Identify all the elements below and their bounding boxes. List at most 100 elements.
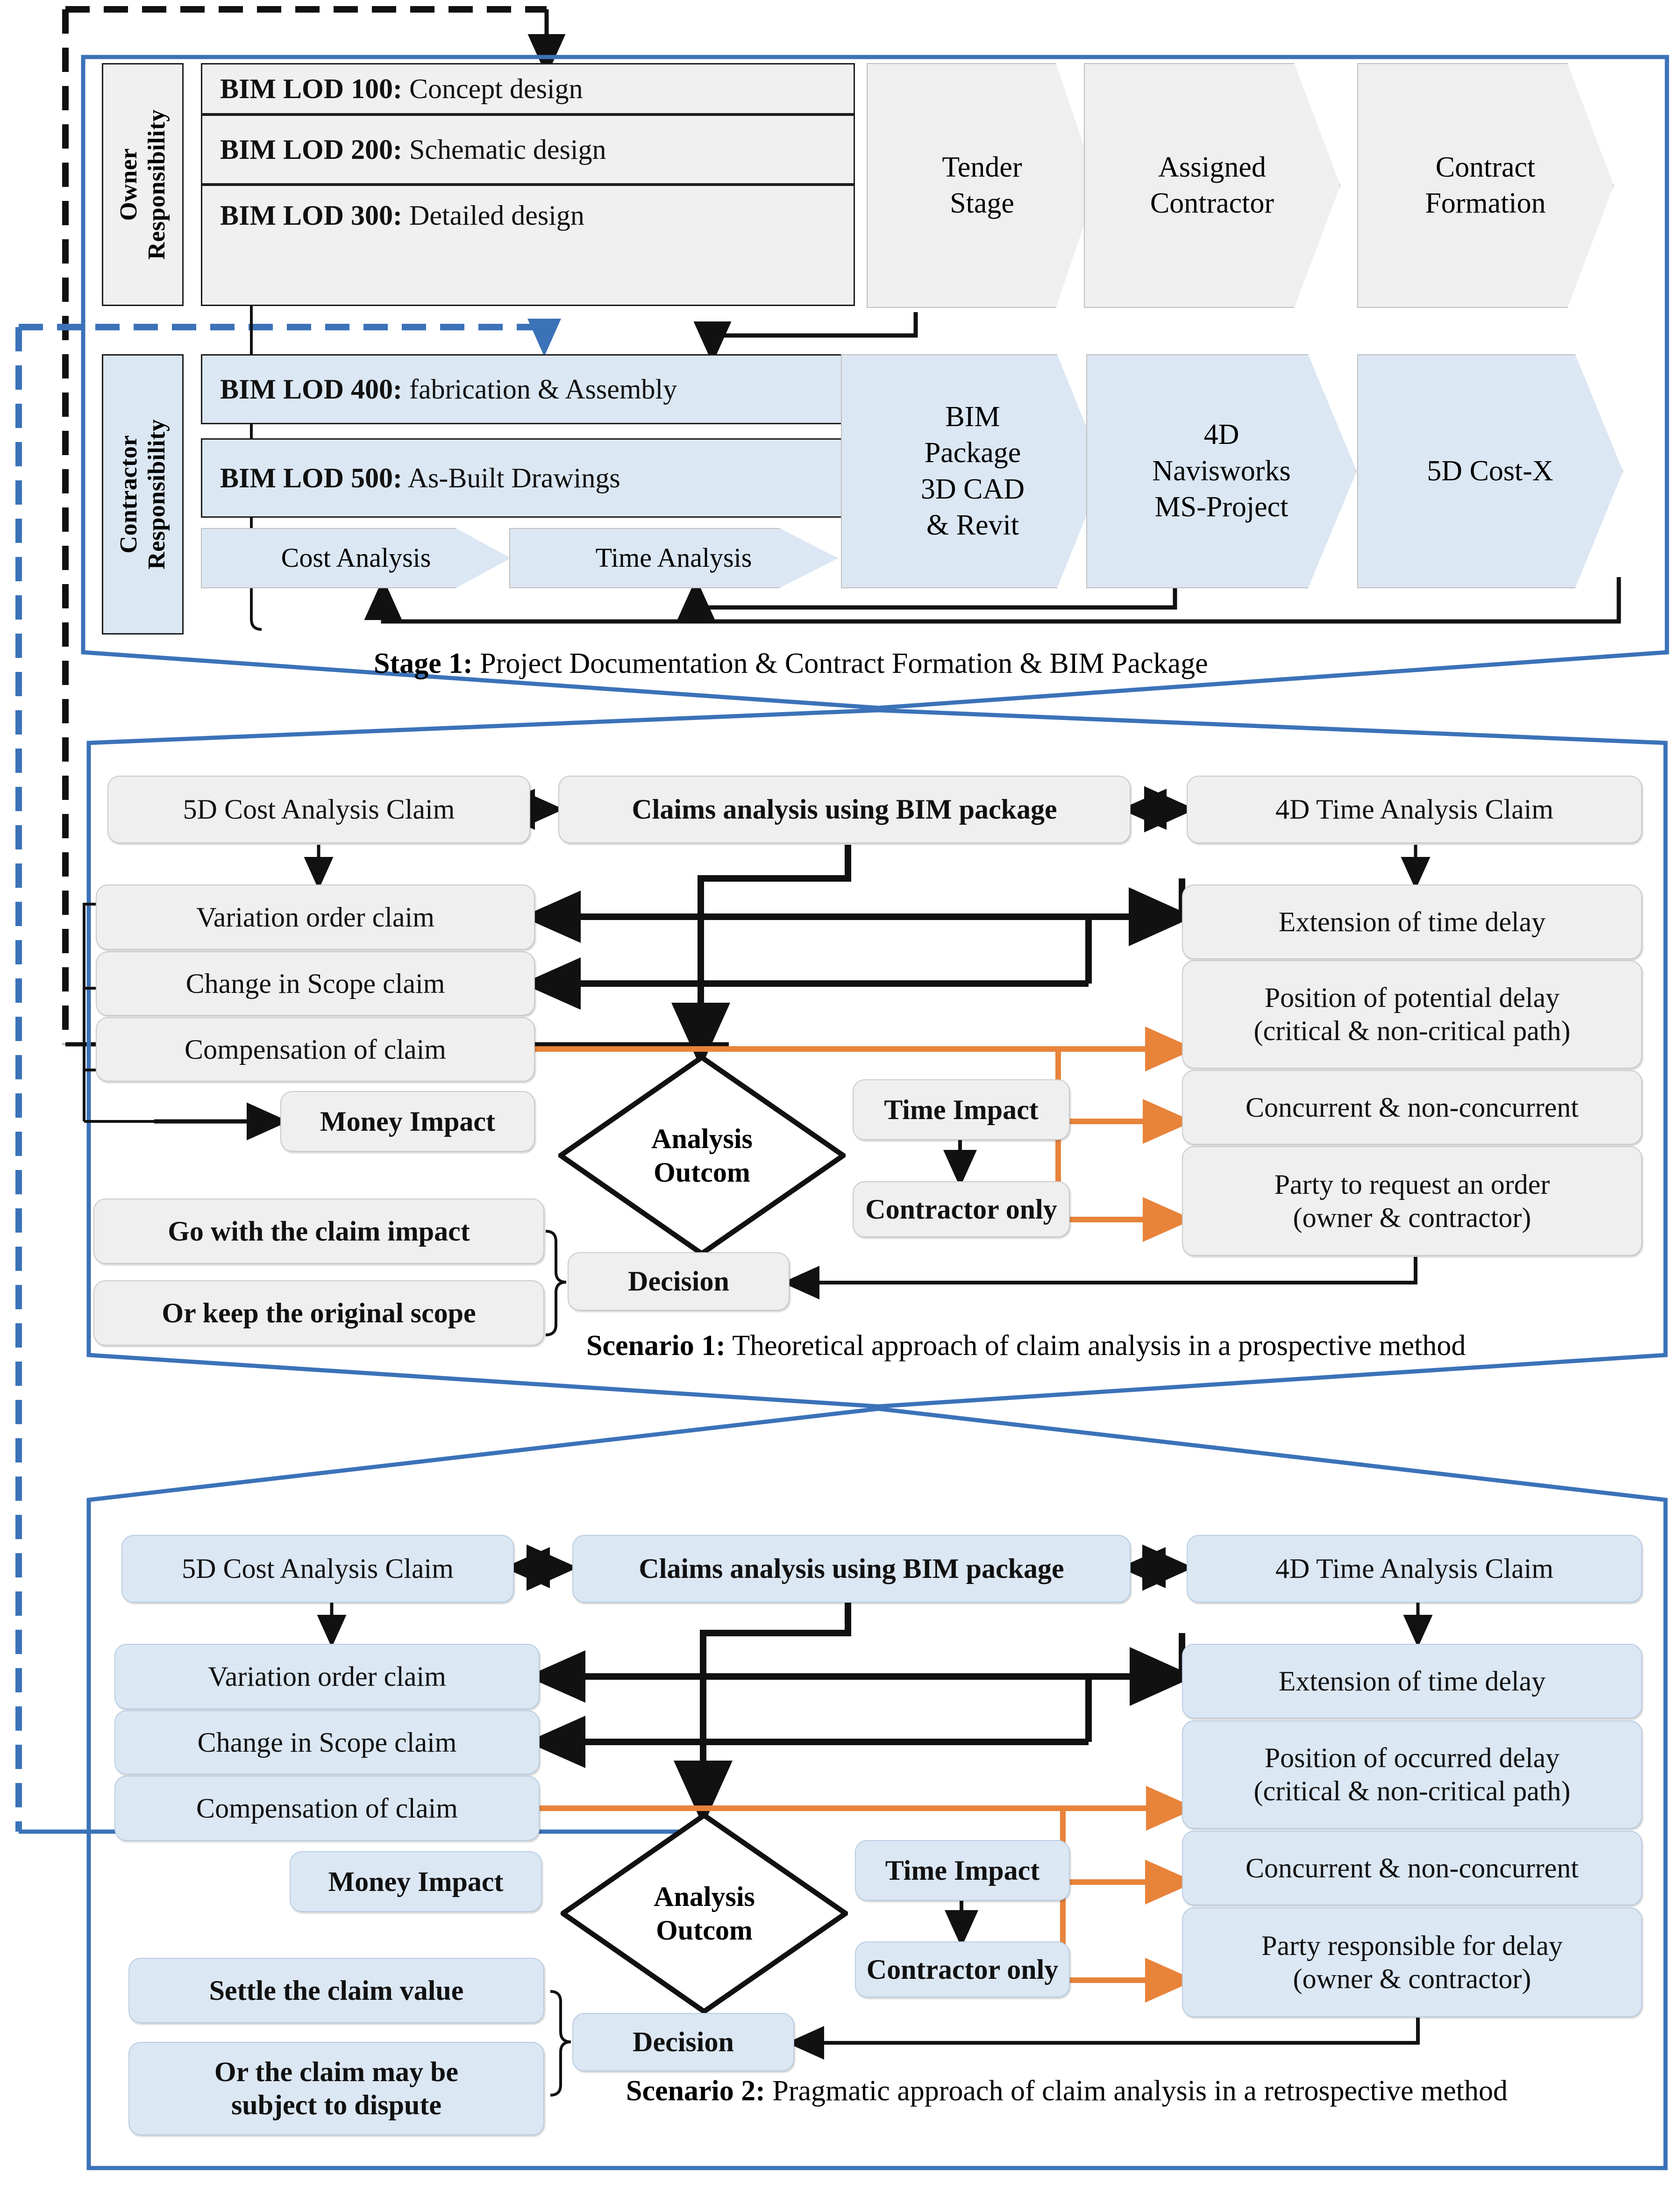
s1-outcome-keep-original-scope: Or keep the original scope bbox=[93, 1280, 544, 1346]
chevron-cost-analysis: Cost Analysis bbox=[201, 528, 511, 588]
s1-money-impact-label: Money Impact bbox=[320, 1106, 495, 1137]
s2-diamond-shape bbox=[558, 1812, 850, 2015]
s2-contractor-only: Contractor only bbox=[855, 1941, 1070, 1997]
s1-cost-analysis-claim: 5D Cost Analysis Claim bbox=[107, 776, 530, 843]
s1-center-down bbox=[671, 845, 851, 1068]
lod-500-bold: BIM LOD 500: bbox=[220, 463, 402, 493]
s2-change-in-scope-claim: Change in Scope claim bbox=[114, 1710, 540, 1775]
s1-compensation-of-claim-label: Compensation of claim bbox=[185, 1034, 446, 1065]
s2-claims-analysis-bim-label: Claims analysis using BIM package bbox=[639, 1553, 1064, 1584]
s2-variation-order-claim: Variation order claim bbox=[114, 1644, 540, 1709]
s2-money-impact-label: Money Impact bbox=[328, 1866, 504, 1897]
s2-change-in-scope-claim-label: Change in Scope claim bbox=[197, 1726, 457, 1758]
lod-row-500: BIM LOD 500: As-Built Drawings bbox=[201, 438, 855, 518]
s2-contractor-only-label: Contractor only bbox=[866, 1954, 1059, 1985]
s1-compensation-of-claim: Compensation of claim bbox=[96, 1017, 535, 1082]
lod-row-400: BIM LOD 400: fabrication & Assembly bbox=[201, 354, 855, 424]
s2-outcome-settle-claim-value-label: Settle the claim value bbox=[209, 1975, 464, 2006]
s1-outcome-keep-original-scope-label: Or keep the original scope bbox=[162, 1297, 476, 1328]
s1-change-in-scope-claim: Change in Scope claim bbox=[96, 951, 535, 1016]
s1-position-of-potential-delay: Position of potential delay(critical & n… bbox=[1182, 960, 1642, 1069]
s2-party-responsible-for-delay: Party responsible for delay(owner & cont… bbox=[1182, 1907, 1642, 2017]
lod-200-rest: Schematic design bbox=[402, 134, 606, 165]
s2-position-of-occurred-delay-label: Position of occurred delay(critical & no… bbox=[1253, 1742, 1571, 1806]
s1-cost-analysis-claim-label: 5D Cost Analysis Claim bbox=[183, 794, 455, 825]
s2-time-analysis-claim-label: 4D Time Analysis Claim bbox=[1275, 1553, 1554, 1584]
s1-decision-label: Decision bbox=[628, 1266, 729, 1297]
s1-money-impact: Money Impact bbox=[280, 1091, 535, 1152]
s2-extension-of-time-delay: Extension of time delay bbox=[1182, 1644, 1642, 1719]
scenario1-caption: Scenario 1: Theoretical approach of clai… bbox=[586, 1329, 1466, 1363]
s1-variation-order-claim: Variation order claim bbox=[96, 885, 535, 950]
s2-money-impact: Money Impact bbox=[290, 1851, 542, 1912]
scenario2-caption: Scenario 2: Pragmatic approach of claim … bbox=[626, 2075, 1508, 2108]
s2-position-of-occurred-delay: Position of occurred delay(critical & no… bbox=[1182, 1720, 1642, 1829]
s1-outcome-go-with-claim: Go with the claim impact bbox=[93, 1198, 544, 1264]
s1-claims-analysis-bim: Claims analysis using BIM package bbox=[558, 776, 1131, 843]
lod-400-rest: fabrication & Assembly bbox=[402, 374, 677, 405]
s1-party-to-request-order: Party to request an order(owner & contra… bbox=[1182, 1146, 1642, 1256]
lod-100-bold: BIM LOD 100: bbox=[220, 73, 402, 104]
s1-time-impact: Time Impact bbox=[853, 1079, 1070, 1140]
s2-claims-analysis-bim: Claims analysis using BIM package bbox=[572, 1535, 1131, 1603]
s1-time-analysis-claim-label: 4D Time Analysis Claim bbox=[1275, 794, 1554, 825]
s1-claims-analysis-bim-label: Claims analysis using BIM package bbox=[632, 794, 1057, 825]
lod-100-rest: Concept design bbox=[402, 73, 583, 104]
stage1-caption: Stage 1: Project Documentation & Contrac… bbox=[374, 647, 1208, 680]
s2-compensation-of-claim: Compensation of claim bbox=[114, 1776, 540, 1841]
s1-concurrent-non-concurrent: Concurrent & non-concurrent bbox=[1182, 1070, 1642, 1145]
s1-party-to-decision bbox=[782, 1257, 1417, 1299]
s2-decision: Decision bbox=[572, 2013, 794, 2071]
s2-extension-of-time-delay-label: Extension of time delay bbox=[1278, 1665, 1546, 1697]
s1-variation-order-claim-label: Variation order claim bbox=[196, 901, 434, 933]
contract-to-bim-arrow bbox=[693, 312, 918, 364]
s1-time-analysis-claim: 4D Time Analysis Claim bbox=[1187, 776, 1642, 843]
lod-row-200: BIM LOD 200: Schematic design bbox=[201, 114, 855, 185]
lod-200-bold: BIM LOD 200: bbox=[220, 134, 402, 165]
scenario2-caption-bold: Scenario 2: bbox=[626, 2075, 765, 2107]
chevron-cost-analysis-label: Cost Analysis bbox=[281, 542, 431, 573]
s1-party-to-request-order-label: Party to request an order(owner & contra… bbox=[1274, 1169, 1550, 1233]
chevron-time-analysis: Time Analysis bbox=[509, 528, 838, 588]
s2-party-responsible-for-delay-label: Party responsible for delay(owner & cont… bbox=[1261, 1930, 1563, 1994]
lod-300-bold: BIM LOD 300: bbox=[220, 200, 402, 231]
s1-concurrent-non-concurrent-label: Concurrent & non-concurrent bbox=[1245, 1091, 1579, 1123]
s2-cost-analysis-claim: 5D Cost Analysis Claim bbox=[121, 1535, 514, 1603]
s1-contractor-only-label: Contractor only bbox=[865, 1193, 1057, 1225]
s1-time-impact-label: Time Impact bbox=[884, 1094, 1039, 1125]
s1-outcome-go-with-claim-label: Go with the claim impact bbox=[168, 1215, 470, 1247]
s2-center-down bbox=[674, 1603, 851, 1826]
s1-extension-of-time-delay-label: Extension of time delay bbox=[1278, 906, 1546, 937]
s2-time-analysis-claim: 4D Time Analysis Claim bbox=[1187, 1535, 1642, 1603]
s2-party-to-decision bbox=[787, 2018, 1420, 2060]
s2-compensation-of-claim-label: Compensation of claim bbox=[196, 1792, 458, 1824]
s2-concurrent-non-concurrent: Concurrent & non-concurrent bbox=[1182, 1831, 1642, 1905]
lod-500-rest: As-Built Drawings bbox=[402, 463, 620, 493]
s2-outcome-settle-claim-value: Settle the claim value bbox=[128, 1958, 544, 2023]
lod-row-100: BIM LOD 100: Concept design bbox=[201, 63, 855, 114]
scenario1-caption-bold: Scenario 1: bbox=[586, 1330, 726, 1362]
s1-decision: Decision bbox=[568, 1252, 790, 1311]
lod-row-300: BIM LOD 300: Detailed design bbox=[201, 185, 855, 306]
stage1-caption-rest: Project Documentation & Contract Formati… bbox=[472, 648, 1208, 679]
s1-extension-of-time-delay: Extension of time delay bbox=[1182, 885, 1642, 959]
scenario2-caption-rest: Pragmatic approach of claim analysis in … bbox=[765, 2075, 1508, 2107]
s1-contractor-only: Contractor only bbox=[853, 1181, 1070, 1237]
